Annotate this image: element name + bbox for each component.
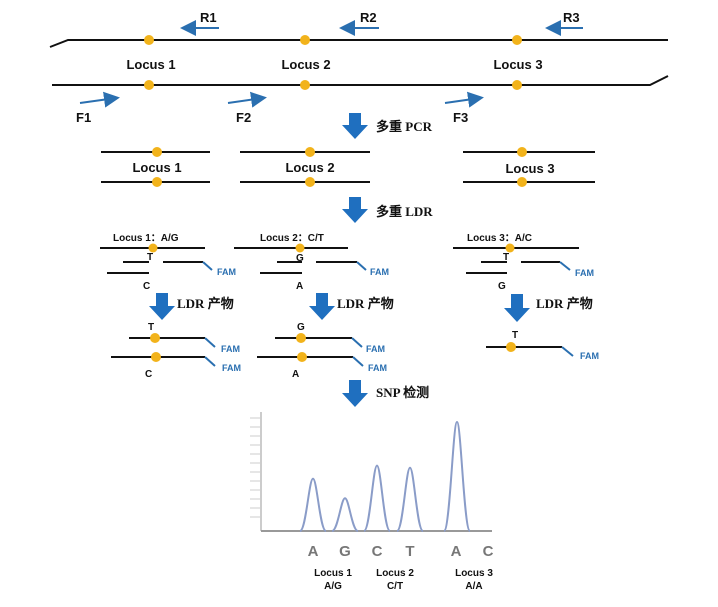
step-label-ldr-product: LDR 产物 <box>536 296 593 311</box>
allele-base: T <box>148 322 154 333</box>
genotype-locus: Locus 3 <box>455 568 493 579</box>
base-call-label: G <box>339 543 351 560</box>
step-label-ldr: 多重 LDR <box>376 204 433 219</box>
ldr-locus-label: Locus 2：C/T <box>260 233 324 244</box>
base-call-label: T <box>405 543 414 560</box>
allele-base: A <box>292 369 299 380</box>
peak <box>396 466 424 532</box>
locus-label: Locus 3 <box>493 57 542 72</box>
step-arrow-icon <box>342 197 368 223</box>
step-arrow-icon <box>309 293 335 320</box>
locus-label: Locus 1 <box>126 57 175 72</box>
primer-label: F1 <box>76 110 91 125</box>
snp-dot <box>300 35 310 45</box>
pcr-products: Locus 1 Locus 2 Locus 3 <box>101 147 595 187</box>
step-arrow-icon <box>149 293 175 320</box>
step-arrow-icon <box>504 294 530 322</box>
forward-primer-arrow <box>79 91 120 108</box>
snp-dot <box>144 35 154 45</box>
ldr-locus-label: Locus 1：A/G <box>113 233 179 244</box>
peak <box>443 420 471 532</box>
peak <box>363 464 391 532</box>
fam-label: FAM <box>575 268 594 278</box>
primer-label: R2 <box>360 10 377 25</box>
allele-base: C <box>145 369 152 380</box>
step-arrow-icon <box>342 380 368 407</box>
pcr-product-label: Locus 1 <box>132 160 181 175</box>
peak <box>331 497 359 532</box>
genotype-call: A/A <box>465 581 482 592</box>
snp-dot <box>144 80 154 90</box>
snp-dot <box>512 35 522 45</box>
pcr-product-label: Locus 3 <box>505 161 554 176</box>
fam-label: FAM <box>222 363 241 373</box>
allele-base: G <box>296 253 304 264</box>
primer-label: R1 <box>200 10 217 25</box>
genotype-locus: Locus 1 <box>314 568 352 579</box>
ldr-products-locus-1: T FAM FAM C <box>111 322 241 380</box>
step-label-pcr: 多重 PCR <box>376 119 433 134</box>
pcr-product-label: Locus 2 <box>285 160 334 175</box>
fam-label: FAM <box>370 267 389 277</box>
electropherogram: A G C T A C Locus 1 A/G Locus 2 C/T Locu… <box>250 412 494 592</box>
step-arrow-icon <box>342 113 368 139</box>
genotype-locus: Locus 2 <box>376 568 414 579</box>
base-call-label: C <box>483 543 494 560</box>
ldr-locus-2: Locus 2：C/T G FAM A <box>234 233 389 292</box>
top-strand <box>49 39 668 48</box>
ldr-products-locus-3: T FAM <box>486 330 599 361</box>
allele-base: T <box>512 330 518 341</box>
fam-label: FAM <box>580 351 599 361</box>
allele-base: C <box>143 281 150 292</box>
allele-base: T <box>147 252 153 263</box>
genomic-dna: Locus 1 Locus 2 Locus 3 R1 R2 R3 F1 F2 F… <box>49 10 669 125</box>
base-call-label: A <box>308 543 319 560</box>
peak <box>299 477 327 532</box>
snp-dot <box>300 80 310 90</box>
genotype-call: C/T <box>387 581 403 592</box>
genotype-call: A/G <box>324 581 342 592</box>
allele-base: G <box>297 322 305 333</box>
forward-primer-arrow <box>444 91 484 108</box>
primer-label: F2 <box>236 110 251 125</box>
allele-base: G <box>498 281 506 292</box>
ldr-locus-1: Locus 1：A/G T FAM C <box>100 233 236 292</box>
ldr-locus-3: Locus 3：A/C T FAM G <box>453 233 594 292</box>
bottom-strand <box>52 75 669 86</box>
base-call-label: C <box>372 543 383 560</box>
locus-label: Locus 2 <box>281 57 330 72</box>
step-label-ldr-product: LDR 产物 <box>177 296 234 311</box>
ldr-locus-label: Locus 3：A/C <box>467 233 532 244</box>
step-label-detect: SNP 检测 <box>376 385 429 400</box>
forward-primer-arrow <box>227 91 267 108</box>
step-label-ldr-product: LDR 产物 <box>337 296 394 311</box>
primer-label: R3 <box>563 10 580 25</box>
fam-label: FAM <box>368 363 387 373</box>
fam-label: FAM <box>217 267 236 277</box>
primer-label: F3 <box>453 110 468 125</box>
allele-base: A <box>296 281 303 292</box>
ldr-products-locus-2: G FAM FAM A <box>257 322 387 380</box>
fam-label: FAM <box>366 344 385 354</box>
fam-label: FAM <box>221 344 240 354</box>
snp-dot <box>512 80 522 90</box>
base-call-label: A <box>451 543 462 560</box>
allele-base: T <box>503 252 509 263</box>
